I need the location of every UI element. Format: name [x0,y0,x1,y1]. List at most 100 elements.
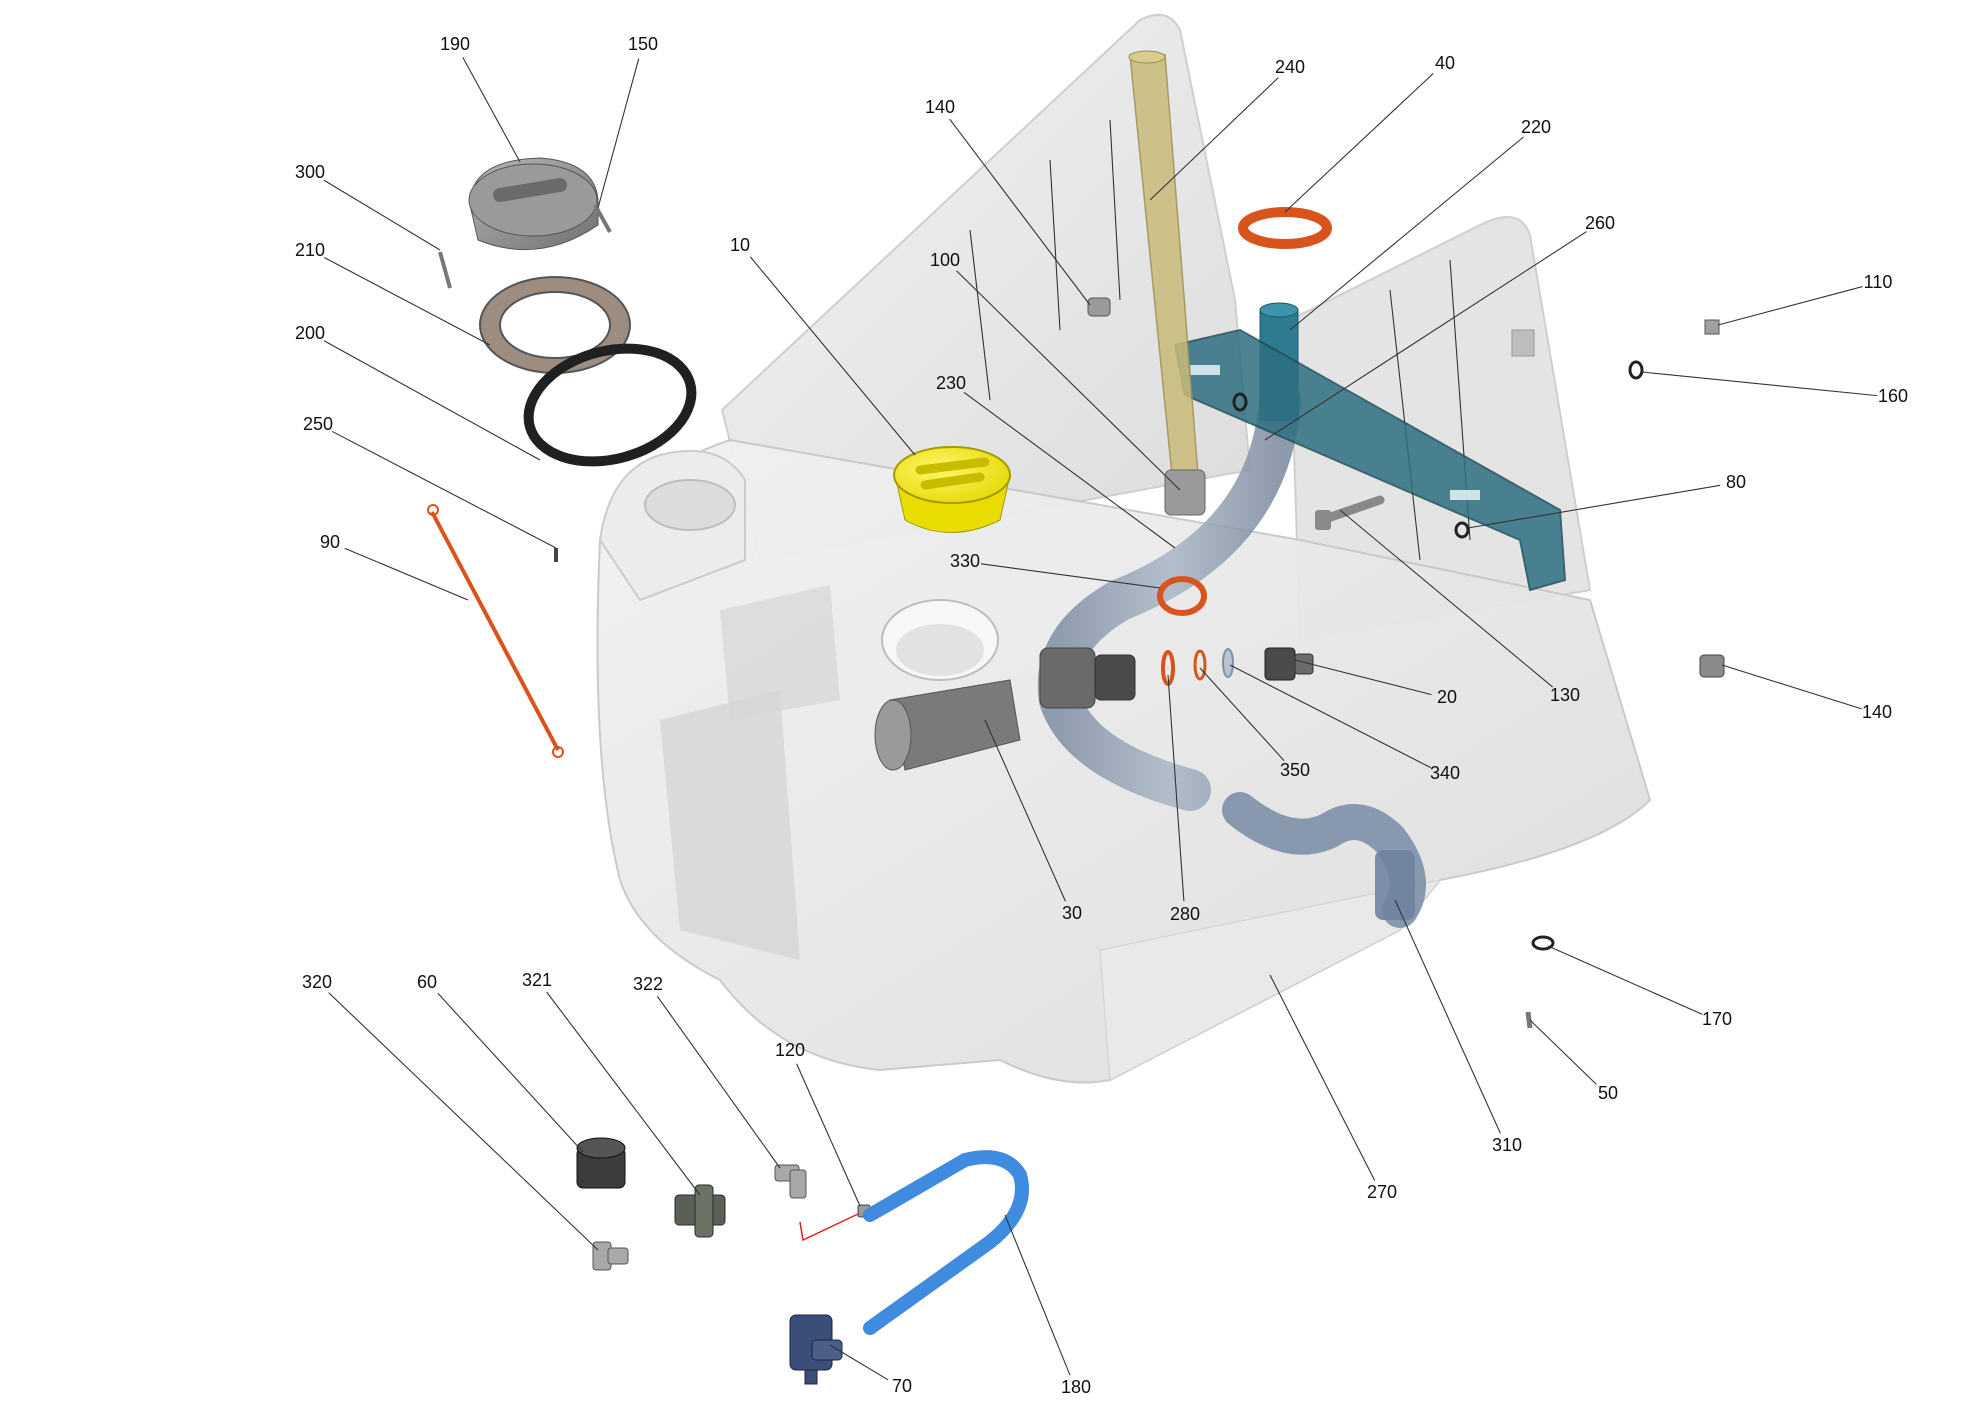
leader-line-60 [437,992,584,1153]
part-label-90: 90 [320,532,340,552]
tank-left-recess [720,585,840,720]
leader-line-240 [1149,77,1279,201]
part-label-280: 280 [1170,904,1200,924]
leader-line-100 [956,270,1181,491]
leader-line-10 [749,256,916,456]
part-label-190: 190 [440,34,470,54]
part-label-30: 30 [1062,903,1082,923]
rod-90 [427,504,564,758]
leader-line-340 [1229,664,1431,769]
valve-321 [674,1184,726,1238]
part-label-20: 20 [1437,687,1457,707]
o-ring-330 [1157,576,1207,616]
part-label-110: 110 [1864,272,1893,292]
leader-line-220 [1289,136,1524,331]
leader-line-20 [1294,659,1432,696]
bolt-140b [1699,654,1725,678]
part-label-250: 250 [303,414,333,434]
leader-line-260 [1264,231,1587,441]
part-label-340: 340 [1430,763,1460,783]
part-label-230: 230 [936,373,966,393]
leader-line-322 [656,996,781,1169]
flange-ring-210 [479,276,631,374]
part-label-50: 50 [1598,1083,1618,1103]
part-label-270: 270 [1367,1182,1397,1202]
part-label-140a: 140 [925,97,955,117]
u-hose-180 [863,1150,1029,1335]
end-cap-60 [576,1137,626,1189]
part-label-100: 100 [930,250,960,270]
bolt-130 [1315,495,1385,530]
leader-line-270 [1269,974,1376,1181]
elbow-fitting-322 [774,1164,807,1199]
elbow-fitting-320 [592,1241,629,1271]
part-label-260: 260 [1585,213,1615,233]
tank-left-panel [660,690,800,960]
leader-line-150 [597,58,640,209]
washer-80 [1454,521,1470,539]
part-label-130: 130 [1550,685,1580,705]
o-ring-160 [1628,360,1644,380]
leader-line-110 [1717,286,1863,326]
leader-line-310 [1394,899,1501,1134]
part-label-322: 322 [633,974,663,994]
part-label-330: 330 [950,551,980,571]
leader-line-320 [328,992,599,1251]
leader-line-30 [984,719,1066,902]
hose-clamp-40 [1238,207,1332,249]
part-label-150: 150 [628,34,658,54]
leader-line-350 [1199,667,1285,762]
part-label-70: 70 [892,1376,912,1396]
internal-hose-230 [1037,379,1301,811]
filler-cap-10 [893,446,1011,533]
seal-340 [1222,648,1234,678]
plug-120 [799,1204,871,1242]
leader-line-140a [949,118,1091,306]
part-label-320: 320 [302,972,332,992]
part-label-10: 10 [730,235,750,255]
leader-line-330 [980,563,1161,589]
part-label-300: 300 [295,162,325,182]
leader-line-40 [1284,73,1434,213]
pump-valve-70 [789,1314,843,1385]
part-label-170: 170 [1702,1009,1732,1029]
leader-line-120 [796,1063,861,1207]
leader-line-160 [1641,371,1878,397]
bracket-260 [1173,328,1567,592]
part-label-60: 60 [417,972,437,992]
filter-30 [874,647,1136,771]
part-label-220: 220 [1521,117,1551,137]
bolt-140a [1087,297,1111,317]
leader-line-80 [1467,484,1721,529]
screw-300 [438,251,452,289]
part-label-40: 40 [1435,53,1455,73]
screw-150 [593,204,612,233]
part-label-180: 180 [1061,1377,1091,1397]
leader-line-280 [1167,674,1185,902]
plug-20 [1264,647,1314,681]
screw-50 [1525,1011,1533,1029]
leader-line-300 [323,179,441,251]
tank-label-plate [1511,329,1535,357]
part-label-160: 160 [1878,386,1908,406]
leader-line-250 [331,430,557,549]
leader-line-140b [1721,664,1862,710]
leader-line-230 [963,391,1176,549]
part-label-80: 80 [1726,472,1746,492]
part-label-321: 321 [522,970,552,990]
gasket-200 [523,343,697,467]
leader-line-50 [1529,1019,1597,1085]
part-label-200: 200 [295,323,325,343]
leader-line-130 [1339,509,1554,688]
washer-170 [1531,935,1555,951]
leader-line-190 [462,56,521,163]
tank-left-opening [644,479,736,531]
nut-110 [1704,319,1720,335]
tank-right-face [1099,879,1442,1081]
part-label-120: 120 [775,1040,805,1060]
leader-line-200 [323,340,541,461]
part-label-310: 310 [1492,1135,1522,1155]
